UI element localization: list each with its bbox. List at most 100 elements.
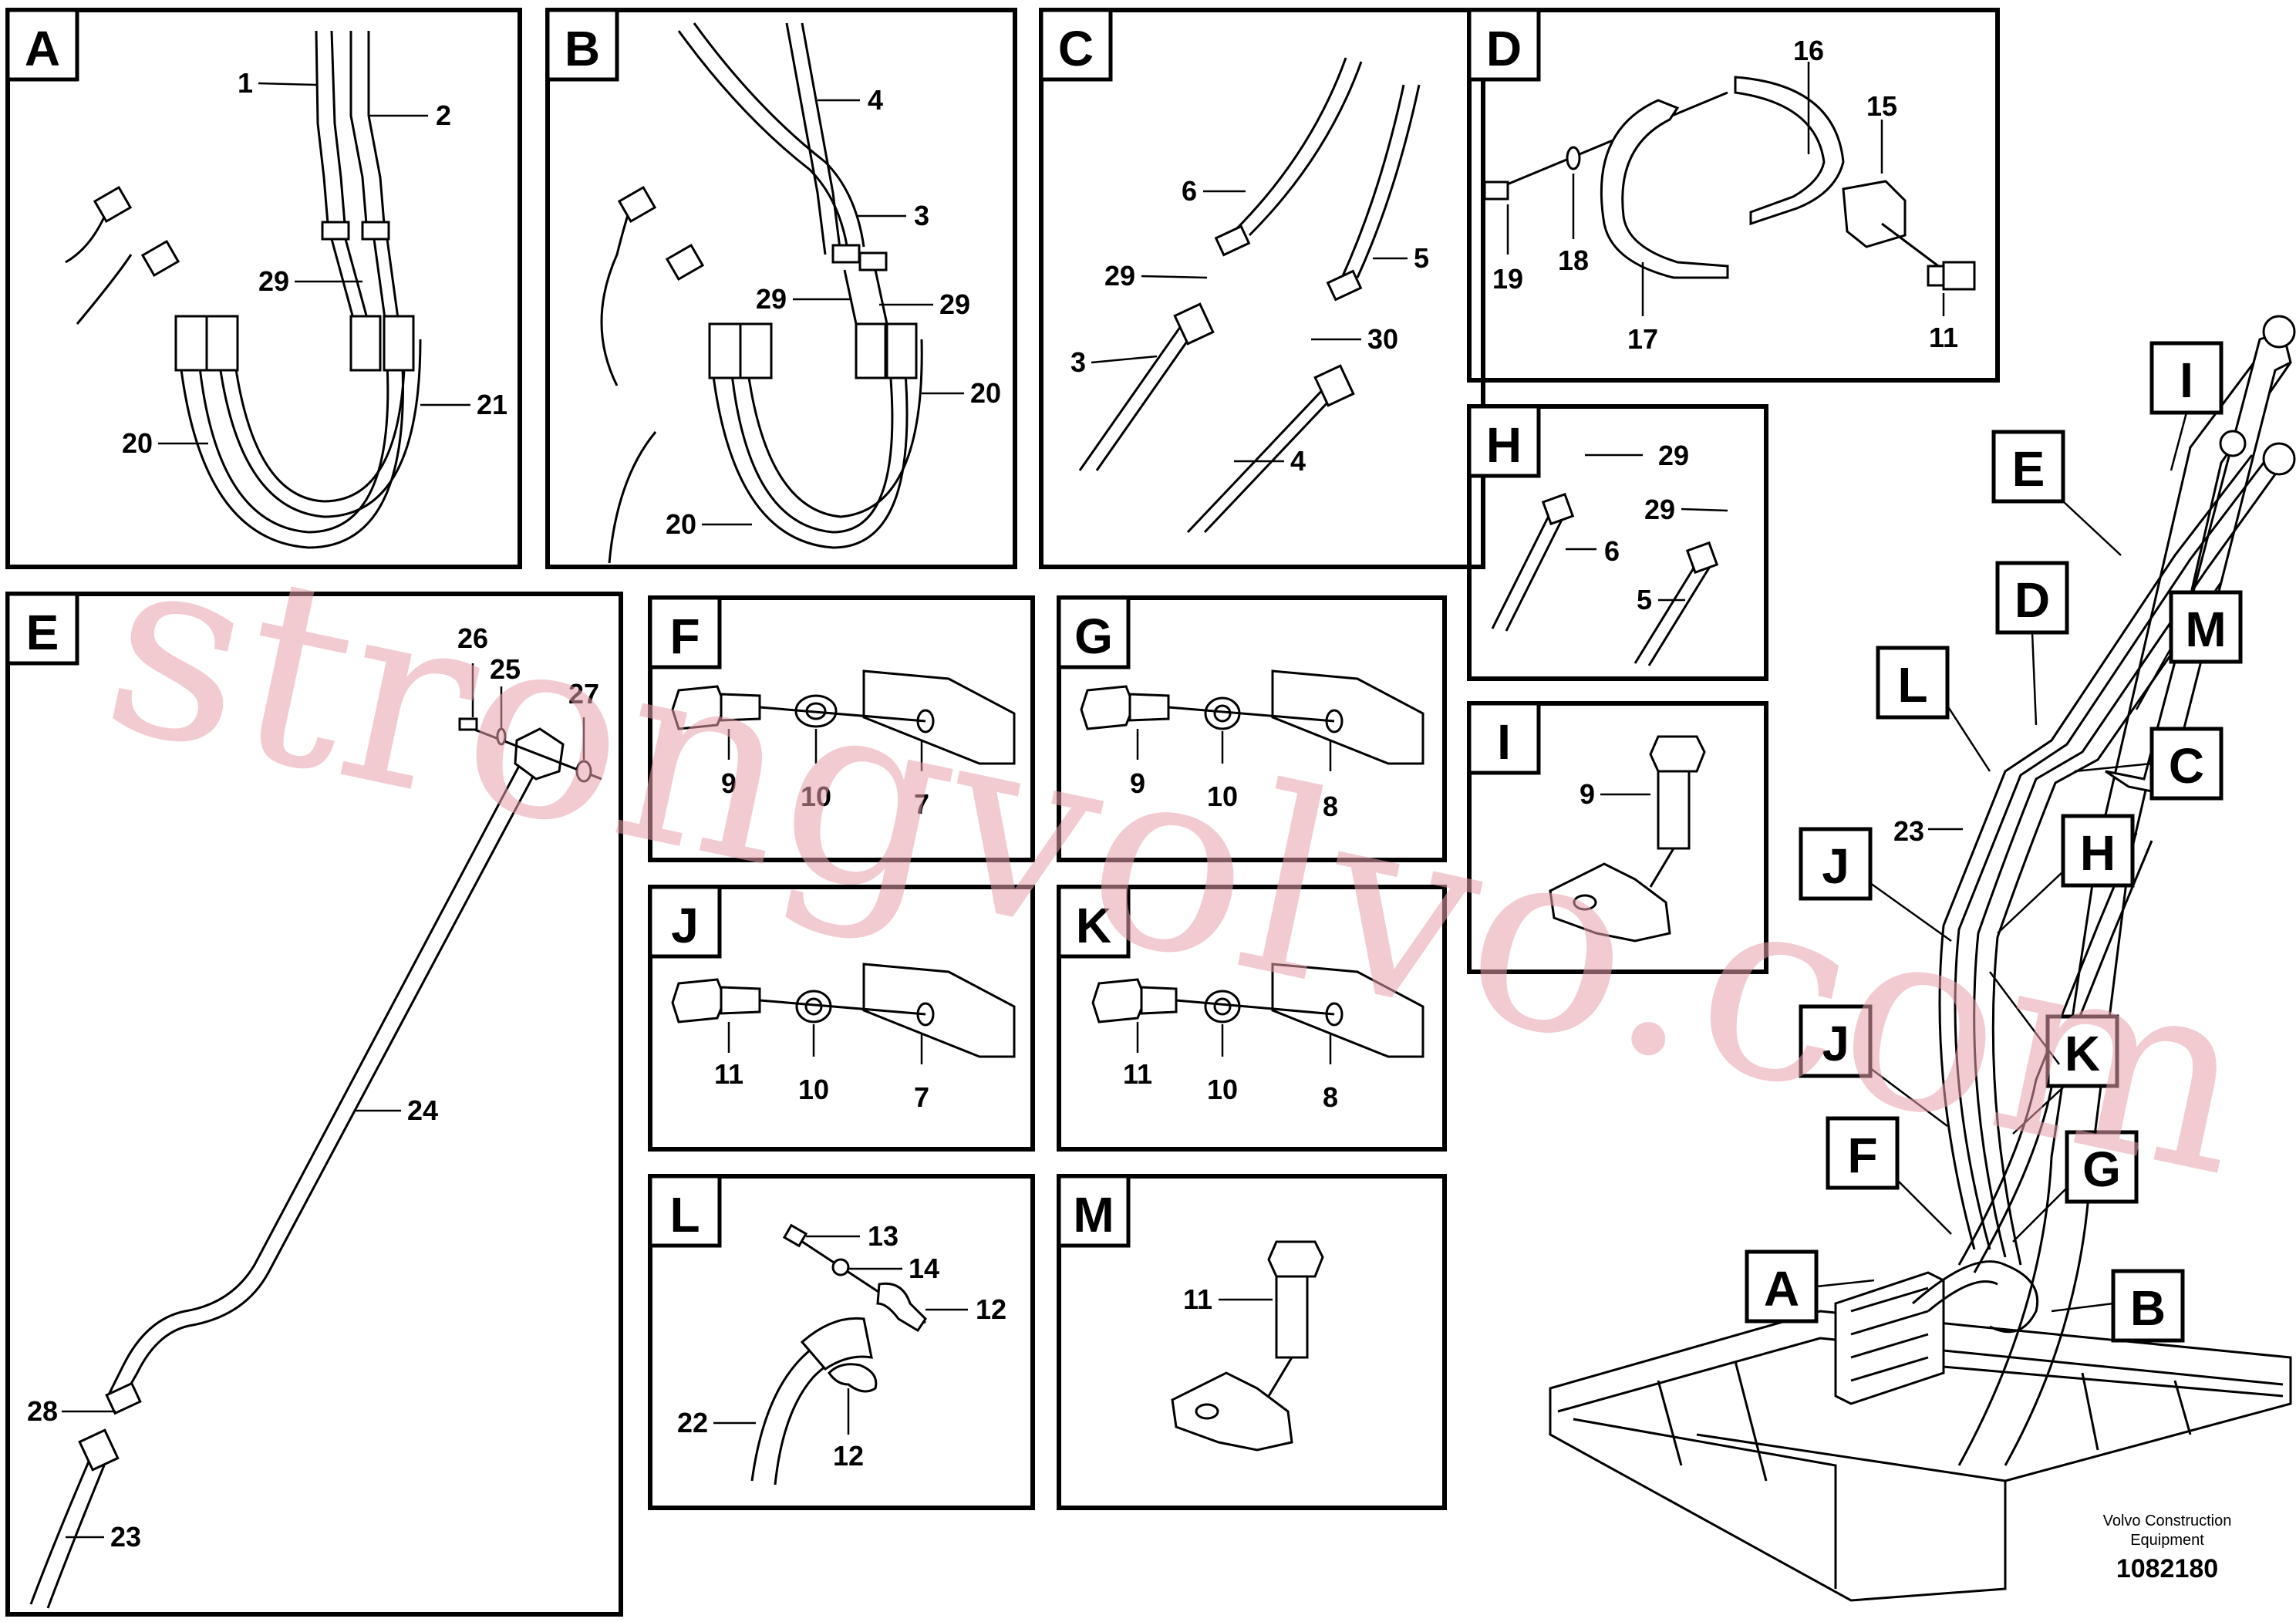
panel-l: L 13 14 12 22 12 xyxy=(648,1174,1035,1510)
panel-e-tag xyxy=(5,592,79,666)
hose-bundle xyxy=(1957,832,2138,1266)
washer-10-hole xyxy=(1213,997,1232,1016)
bolt-shank-11 xyxy=(1275,1275,1309,1359)
callout-box xyxy=(2111,1269,2185,1343)
part-label-17: 17 xyxy=(1627,323,1658,355)
callout-23: 23 xyxy=(1893,815,1963,847)
panel-h: H 29 29 6 5 xyxy=(1467,404,1768,681)
pipe-1 xyxy=(315,30,346,224)
callout-box xyxy=(2149,341,2224,415)
part-label-8: 8 xyxy=(1323,791,1338,822)
part-label-27: 27 xyxy=(568,678,599,710)
pipe-2 xyxy=(349,31,386,224)
callout-leader xyxy=(1896,1179,1952,1235)
panel-h-tag xyxy=(1467,404,1541,478)
part-label-28: 28 xyxy=(27,1395,58,1427)
callout-leader xyxy=(2051,1302,2114,1313)
part-label-5: 5 xyxy=(1414,242,1429,274)
panel-c-letter: C xyxy=(1058,21,1094,76)
credit-line-2: Equipment xyxy=(2130,1532,2204,1549)
pipe-5 xyxy=(1633,562,1712,666)
fitting xyxy=(78,1428,120,1472)
callout-letter: F xyxy=(1847,1128,1877,1183)
hose-end xyxy=(739,322,773,379)
credit-line-1: Volvo Construction xyxy=(2103,1512,2232,1529)
pipe-24 xyxy=(106,755,541,1401)
callout-K: K xyxy=(1989,971,2119,1135)
panel-c-tag xyxy=(1039,8,1113,82)
fitting xyxy=(105,1381,142,1415)
block-15 xyxy=(1842,180,1907,248)
panel-k-letter: K xyxy=(1076,898,1111,953)
part-label-19: 19 xyxy=(1492,263,1523,295)
panel-e-letter: E xyxy=(26,605,59,660)
callout-leader xyxy=(1870,882,1952,943)
part-label-12: 12 xyxy=(976,1293,1006,1325)
callout-leader xyxy=(1946,705,1991,772)
block xyxy=(1171,1371,1293,1452)
hose-20 xyxy=(708,339,909,549)
washer-27 xyxy=(575,760,592,783)
part-label-29: 29 xyxy=(258,265,289,297)
block-7 xyxy=(862,669,1016,765)
part-label-13: 13 xyxy=(868,1220,899,1252)
part-label-10: 10 xyxy=(798,1074,829,1105)
part-label-8: 8 xyxy=(1323,1081,1338,1113)
part-label-7: 7 xyxy=(914,788,929,820)
axis xyxy=(1267,1357,1293,1397)
panel-i-letter: I xyxy=(1497,714,1511,770)
fitting xyxy=(1214,224,1251,257)
part-label-10: 10 xyxy=(1207,1074,1238,1105)
panel-b-frame xyxy=(545,8,1017,569)
panel-f-frame xyxy=(648,595,1035,862)
panel-b-letter: B xyxy=(565,21,600,76)
axis xyxy=(1649,848,1675,888)
panel-d-letter: D xyxy=(1486,21,1522,76)
part-label-11: 11 xyxy=(1123,1058,1152,1090)
part-label-9: 9 xyxy=(1580,778,1595,810)
bolt-shank-9 xyxy=(1128,693,1170,722)
callout-letter: K xyxy=(2065,1026,2100,1081)
panel-l-letter: L xyxy=(669,1187,700,1243)
hose-20-inner xyxy=(195,331,389,534)
part-label-29: 29 xyxy=(1104,260,1135,292)
hose-20b xyxy=(743,339,923,518)
callout-F: F xyxy=(1826,1116,1952,1235)
part-label-10: 10 xyxy=(801,781,831,812)
leader xyxy=(1091,355,1158,364)
hose-bundle xyxy=(1938,454,2254,1250)
bolt-26 xyxy=(458,717,478,731)
fitting xyxy=(1685,541,1719,575)
cylinder-eye xyxy=(2262,315,2296,349)
panel-l-frame xyxy=(648,1174,1035,1510)
panel-g-tag xyxy=(1057,595,1131,669)
panel-k-tag xyxy=(1057,885,1131,959)
panel-a-frame xyxy=(5,8,522,569)
pipe-lower xyxy=(843,269,888,325)
pipe-3 xyxy=(677,22,865,255)
fitting xyxy=(1541,492,1575,526)
hose-end xyxy=(383,315,415,372)
panel-k-frame xyxy=(1057,885,1447,1152)
control-valve xyxy=(1834,1271,1945,1405)
port-fitting xyxy=(93,185,133,224)
bolt-axis xyxy=(1492,91,1728,192)
washer-18 xyxy=(1566,146,1581,170)
hose-end xyxy=(205,315,239,372)
part-label-16: 16 xyxy=(1793,35,1824,66)
callout-leader xyxy=(1989,971,2064,1135)
callout-leader xyxy=(2135,647,2173,710)
part-label-3: 3 xyxy=(914,200,929,231)
fitting xyxy=(321,221,350,241)
panel-d-frame xyxy=(1467,8,2000,383)
fitting xyxy=(1173,302,1215,346)
callout-letter: A xyxy=(1764,1261,1799,1317)
callout-box xyxy=(2045,1014,2119,1088)
valve-sections xyxy=(1850,1286,1929,1382)
part-label-11: 11 xyxy=(1929,322,1958,353)
callout-letter: H xyxy=(2080,825,2116,881)
callout-leader xyxy=(1816,1279,1875,1288)
callout-M: M xyxy=(2135,590,2243,710)
callout-box xyxy=(1995,561,2069,635)
clamp-16 xyxy=(1734,76,1845,226)
